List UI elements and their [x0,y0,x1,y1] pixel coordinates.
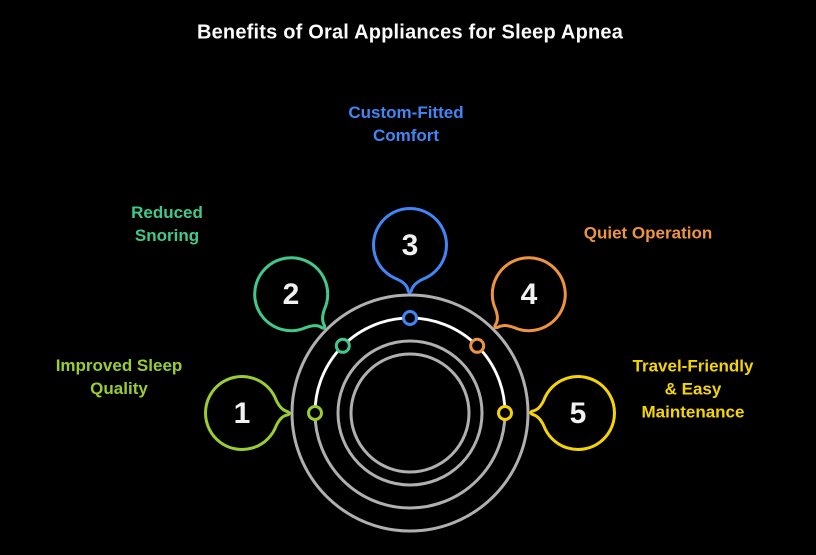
callout-2-number: 2 [283,278,300,311]
page-title: Benefits of Oral Appliances for Sleep Ap… [196,21,624,44]
callout-4-bubble [490,256,567,333]
benefit-label-reduced-snoring: Reduced Snoring [131,203,203,245]
callout-1-number: 1 [234,397,251,430]
callout-1: 1 [204,375,323,451]
highlight-arc [313,316,507,414]
callout-5: 5 [497,375,616,451]
ring-inner [349,352,471,474]
callout-2-bubble [253,256,330,333]
callout-3: 3 [372,207,448,326]
callout-5-bubble [529,375,616,451]
callout-3-number: 3 [402,229,419,262]
ring-outer [290,293,530,533]
callout-5-connector-dot [497,405,513,421]
callout-2: 2 [253,256,351,354]
benefit-label-improved-sleep-quality: Improved Sleep Quality [55,356,183,398]
callout-4: 4 [469,256,567,354]
benefit-label-custom-fitted-comfort: Custom-Fitted Comfort [348,103,464,145]
benefit-label-travel-friendly: Travel-Friendly & Easy Maintenance [632,356,754,422]
callout-2-connector-dot [334,337,351,354]
callout-3-connector-dot [402,310,418,326]
callout-1-bubble [204,375,291,451]
callout-4-connector-dot [469,337,486,354]
callout-1-connector-dot [307,405,323,421]
callout-4-number: 4 [521,278,538,311]
benefit-label-quiet-operation: Quiet Operation [583,223,713,243]
concentric-rings [290,293,530,533]
ring-middle [336,339,484,487]
callout-5-number: 5 [570,397,587,430]
callout-3-bubble [372,207,448,294]
